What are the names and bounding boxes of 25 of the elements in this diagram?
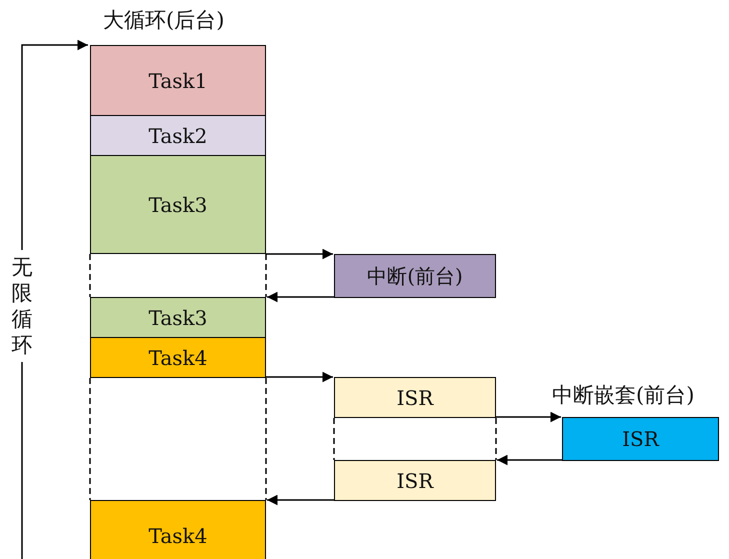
task-block: 中断(前台)	[334, 254, 496, 298]
task-block: Task3	[90, 155, 266, 254]
task-block: Task4	[90, 337, 266, 378]
arrow	[266, 248, 333, 260]
dashed-line	[265, 254, 267, 297]
task-block: Task3	[90, 297, 266, 338]
dashed-line	[89, 378, 91, 500]
arrow	[497, 454, 562, 466]
task-block: Task2	[90, 115, 266, 156]
task-block: ISR	[334, 377, 496, 418]
dashed-line	[333, 418, 335, 460]
dashed-line	[265, 378, 267, 500]
heading: 中断嵌套(前台)	[552, 382, 694, 409]
dashed-line	[89, 254, 91, 297]
arrow	[266, 372, 333, 382]
edge-label: 无限循环	[11, 250, 33, 362]
dashed-line	[495, 418, 497, 460]
arrow	[267, 494, 334, 506]
arrow	[496, 412, 561, 422]
arrow	[267, 292, 334, 302]
task-block: ISR	[562, 417, 719, 461]
heading: 大循环(后台)	[103, 7, 224, 34]
task-block: Task1	[90, 45, 266, 116]
task-block: ISR	[334, 460, 496, 501]
task-block: Task4	[90, 500, 266, 559]
